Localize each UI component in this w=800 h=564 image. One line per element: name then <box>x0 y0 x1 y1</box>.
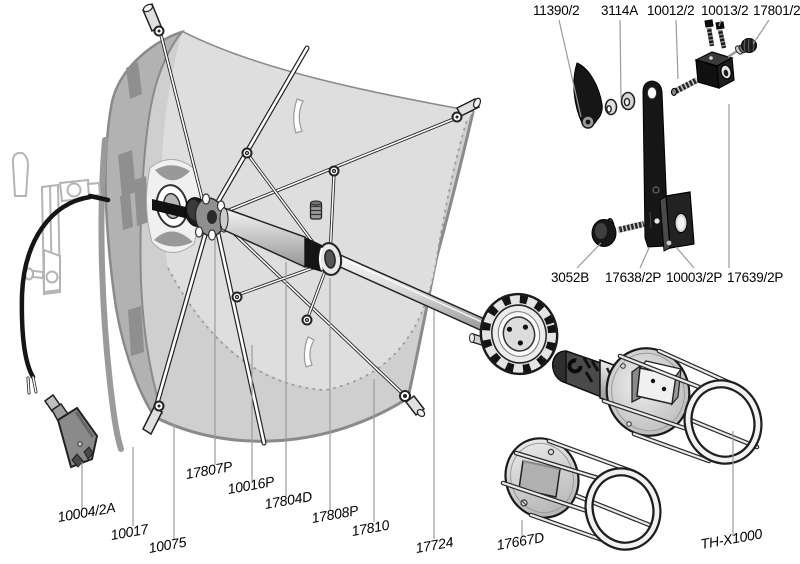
canopy-seam-dotted <box>167 119 468 391</box>
leader-lines <box>81 19 770 539</box>
rib-tip-top-right <box>451 97 482 123</box>
washers-3114a <box>604 91 636 116</box>
rib-tip-top-left <box>142 2 165 37</box>
canopy-vent-patches <box>118 62 149 356</box>
canopy-vent-slit-bottom <box>303 336 315 368</box>
clamp-lever-11390-2 <box>573 62 603 129</box>
canopy-vent-slit-top <box>293 98 304 134</box>
part-label-17639-2p: 17639/2P <box>727 270 784 285</box>
power-cable <box>19 193 111 395</box>
swivel-block-10012-2 <box>671 51 735 96</box>
rotor-unit-th-x1000 <box>551 347 763 465</box>
rotor-socket-block <box>631 360 683 406</box>
thumb-screw-3052b <box>591 218 645 247</box>
shaft-cone <box>219 206 322 272</box>
rib-tip-bottom-left <box>142 400 165 436</box>
part-label-10012-2: 10012/2 <box>647 3 695 18</box>
cage-17667d <box>500 437 662 551</box>
part-label-3114a: 3114A <box>601 3 639 18</box>
runner-collar <box>317 242 343 276</box>
part-label-17638-2p: 17638/2P <box>605 270 662 285</box>
hub-assembly <box>184 193 229 241</box>
part-label-17801-2: 17801/2 <box>753 3 800 18</box>
block-10003-2p <box>659 191 695 252</box>
stretcher-spring-curls <box>231 147 340 326</box>
screws-10013-2 <box>704 19 727 49</box>
part-label-10013-2: 10013/2 <box>701 3 749 18</box>
part-label-10003-2p: 10003/2P <box>666 270 723 285</box>
cap-plug-17801-2 <box>727 38 757 59</box>
part-label-11390-2: 11390/2 <box>533 3 580 18</box>
part-label-3052b: 3052B <box>551 270 590 285</box>
tension-spring <box>309 200 323 220</box>
rotor-cage-ring <box>683 379 763 465</box>
rib-tip-bottom-right <box>399 390 426 418</box>
cage-ring <box>584 467 662 551</box>
cable-connector-10004-2a <box>43 393 99 469</box>
shaft-flange-17724 <box>479 292 559 376</box>
